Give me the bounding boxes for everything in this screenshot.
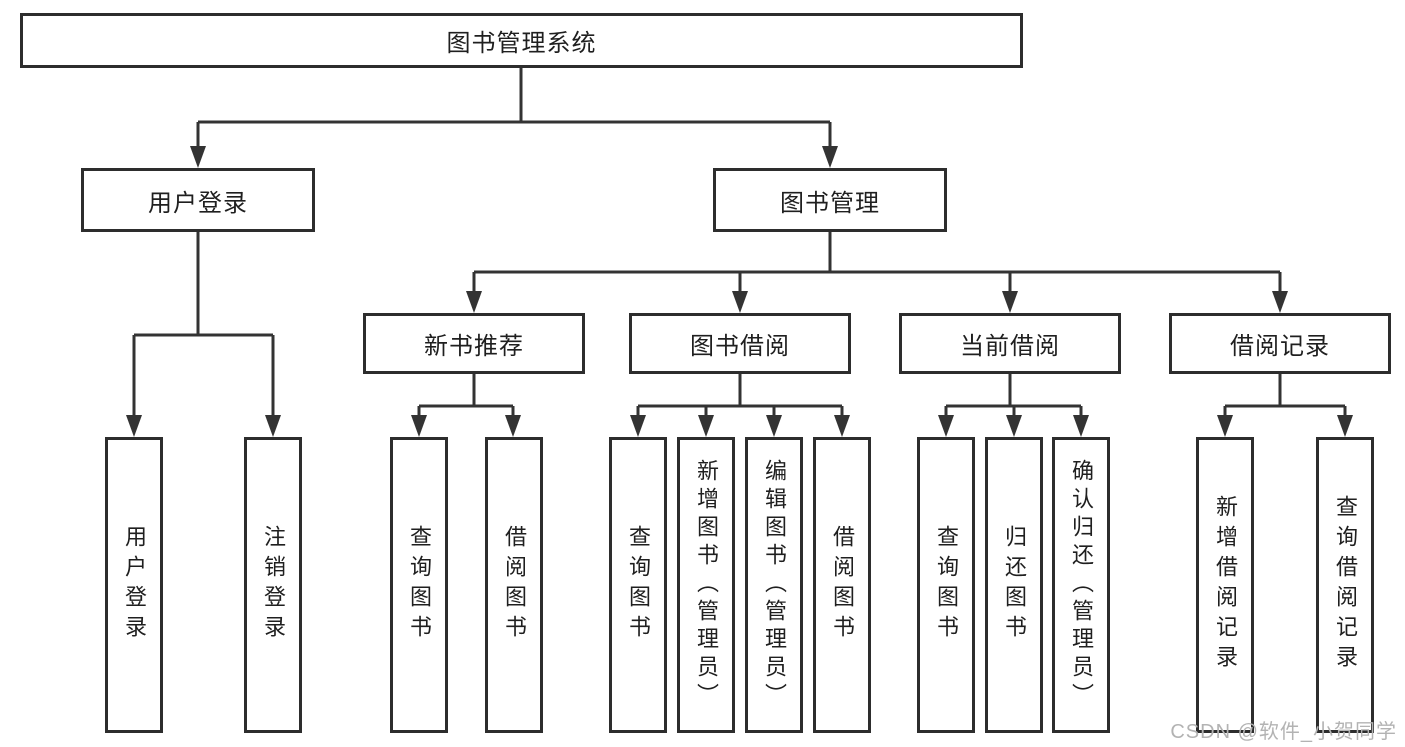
node-user-login: 用户登录 xyxy=(81,168,315,232)
leaf-edit-book-admin: 编辑图书（管理员） xyxy=(745,437,803,733)
leaf-add-borrow-record: 新增借阅记录 xyxy=(1196,437,1254,733)
leaf-query-borrow-record: 查询借阅记录 xyxy=(1316,437,1374,733)
leaf-query-books-current: 查询图书 xyxy=(917,437,975,733)
leaf-user-login: 用户登录 xyxy=(105,437,163,733)
leaf-add-book-admin: 新增图书（管理员） xyxy=(677,437,735,733)
node-root: 图书管理系统 xyxy=(20,13,1023,68)
csdn-watermark: CSDN @软件_小贺同学 xyxy=(1170,721,1397,743)
leaf-borrow-books: 借阅图书 xyxy=(813,437,871,733)
node-current-borrow: 当前借阅 xyxy=(899,313,1121,374)
connector-root-to-level1 xyxy=(196,68,832,146)
leaf-logout: 注销登录 xyxy=(244,437,302,733)
connector-current-borrow-to-leaves xyxy=(944,374,1083,415)
leaf-return-book: 归还图书 xyxy=(985,437,1043,733)
arrowheads xyxy=(126,146,1353,437)
node-book-borrow: 图书借阅 xyxy=(629,313,851,374)
connector-borrow-records-to-leaves xyxy=(1223,374,1347,415)
node-book-mgmt: 图书管理 xyxy=(713,168,947,232)
leaf-query-books-borrow: 查询图书 xyxy=(609,437,667,733)
leaf-query-books-rec: 查询图书 xyxy=(390,437,448,733)
node-borrow-records: 借阅记录 xyxy=(1169,313,1391,374)
node-new-book-rec: 新书推荐 xyxy=(363,313,585,374)
leaf-borrow-books-rec: 借阅图书 xyxy=(485,437,543,733)
connector-book-borrow-to-leaves xyxy=(636,374,844,415)
connector-new-book-rec-to-leaves xyxy=(417,374,515,415)
leaf-confirm-return-admin: 确认归还（管理员） xyxy=(1052,437,1110,733)
connector-book-mgmt-to-level2 xyxy=(472,232,1282,291)
connector-user-login-to-leaves xyxy=(132,232,275,415)
